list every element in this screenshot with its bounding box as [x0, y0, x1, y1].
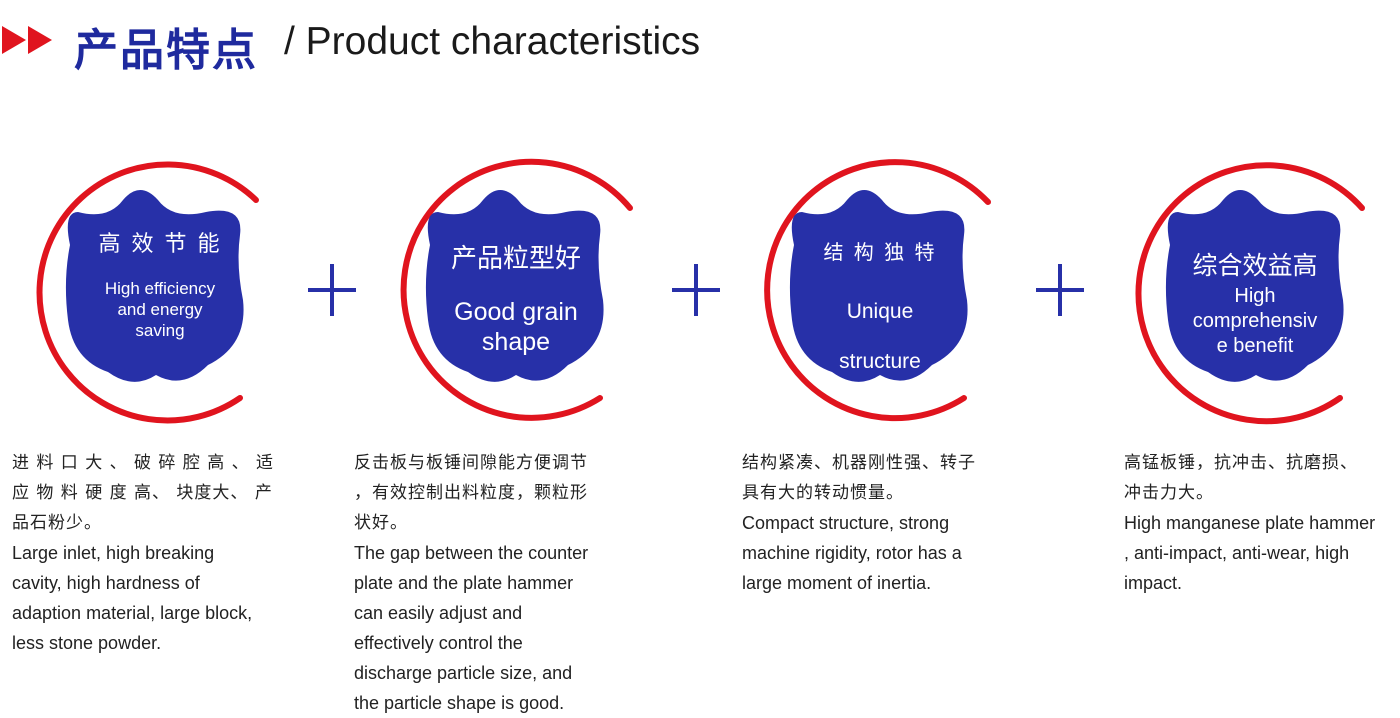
- feature-title-en-line: High: [1234, 285, 1276, 307]
- description-line: machine rigidity, rotor has a: [742, 543, 962, 563]
- feature-title-en: High comprehensiv e benefit: [1193, 284, 1318, 359]
- feature-title-en: Unique structure: [839, 287, 921, 387]
- feature-title-cn: 结 构 独 特: [823, 240, 937, 264]
- feature-title-en-line: comprehensiv: [1192, 310, 1318, 332]
- description-line: 进 料 口 大 、 破 碎 腔 高 、 适: [12, 453, 275, 473]
- feature-title-cn: 高 效 节 能: [98, 232, 222, 257]
- ring-shield-graphic: [1135, 162, 1365, 425]
- feature-description-comprehensive-benefit: 高锰板锤，抗冲击、抗磨损、 冲击力大。 High manganese plate…: [1124, 448, 1396, 598]
- description-cn: 反击板与板锤间隙能方便调节 ，有效控制出料粒度，颗粒形 状好。: [354, 448, 644, 538]
- feature-title-en-line: High efficiency: [104, 279, 216, 298]
- description-line: 状好。: [354, 513, 408, 533]
- description-line: discharge particle size, and: [354, 663, 573, 683]
- ring-shield-graphic: [764, 159, 991, 422]
- feature-description-unique-structure: 结构紧凑、机器刚性强、转子 具有大的转动惯量。 Compact structur…: [742, 448, 1042, 598]
- ring-shield-graphic: [36, 161, 259, 424]
- feature-title-en: High efficiency and energy saving: [105, 278, 215, 341]
- description-en: Compact structure, strong machine rigidi…: [742, 508, 1042, 598]
- feature-title-en-line: structure: [839, 350, 921, 373]
- plus-icon: [672, 264, 720, 316]
- description-en: The gap between the counter plate and th…: [354, 538, 644, 718]
- description-line: adaption material, large block,: [12, 603, 253, 623]
- feature-title-en-line: Good grain: [454, 298, 578, 326]
- feature-title-en-line: Unique: [846, 300, 914, 323]
- description-line: can easily adjust and: [354, 603, 523, 623]
- description-line: 高锰板锤，抗冲击、抗磨损、: [1124, 453, 1358, 473]
- feature-card-comprehensive-benefit: 综合效益高 High comprehensiv e benefit: [1108, 150, 1388, 440]
- feature-card-efficiency: 高 效 节 能 High efficiency and energy savin…: [8, 150, 288, 440]
- ring-shield-graphic: [400, 158, 633, 421]
- description-line: Compact structure, strong: [742, 513, 950, 533]
- feature-title-en-line: e benefit: [1216, 335, 1294, 357]
- description-line: The gap between the counter: [354, 543, 589, 563]
- description-line: 应 物 料 硬 度 高、 块度大、 产: [12, 483, 273, 503]
- feature-title-en-line: saving: [135, 321, 185, 340]
- feature-description-grain-shape: 反击板与板锤间隙能方便调节 ，有效控制出料粒度，颗粒形 状好。 The gap …: [354, 448, 644, 718]
- description-line: Large inlet, high breaking: [12, 543, 215, 563]
- description-line: 结构紧凑、机器刚性强、转子: [742, 453, 976, 473]
- description-en: High manganese plate hammer , anti-impac…: [1124, 508, 1396, 598]
- feature-title-cn: 综合效益高: [1192, 252, 1318, 280]
- page-title-en: / Product characteristics: [284, 20, 701, 63]
- description-line: less stone powder.: [12, 633, 162, 653]
- feature-title-en-line: shape: [481, 328, 551, 356]
- description-line: ，有效控制出料粒度，颗粒形: [354, 483, 588, 503]
- description-cn: 进 料 口 大 、 破 碎 腔 高 、 适 应 物 料 硬 度 高、 块度大、 …: [12, 448, 302, 538]
- plus-icon: [1036, 264, 1084, 316]
- description-line: 具有大的转动惯量。: [742, 483, 904, 503]
- description-line: the particle shape is good.: [354, 693, 565, 713]
- feature-description-efficiency: 进 料 口 大 、 破 碎 腔 高 、 适 应 物 料 硬 度 高、 块度大、 …: [12, 448, 302, 658]
- description-en: Large inlet, high breaking cavity, high …: [12, 538, 302, 658]
- description-line: effectively control the: [354, 633, 523, 653]
- description-cn: 高锰板锤，抗冲击、抗磨损、 冲击力大。: [1124, 448, 1396, 508]
- description-line: 反击板与板锤间隙能方便调节: [354, 453, 588, 473]
- feature-card-grain-shape: 产品粒型好 Good grain shape: [368, 150, 648, 440]
- feature-title-cn: 产品粒型好: [450, 243, 581, 273]
- description-line: , anti-impact, anti-wear, high: [1124, 543, 1350, 563]
- feature-card-unique-structure: 结 构 独 特 Unique structure: [732, 150, 1012, 440]
- double-arrow-icon: [2, 26, 52, 54]
- plus-icon: [308, 264, 356, 316]
- description-line: High manganese plate hammer: [1124, 513, 1376, 533]
- description-cn: 结构紧凑、机器刚性强、转子 具有大的转动惯量。: [742, 448, 1042, 508]
- description-line: 冲击力大。: [1124, 483, 1214, 503]
- description-line: large moment of inertia.: [742, 573, 932, 593]
- feature-title-en: Good grain shape: [454, 297, 578, 357]
- page-title-cn: 产品特点: [74, 25, 258, 76]
- description-line: plate and the plate hammer: [354, 573, 574, 593]
- description-line: impact.: [1124, 573, 1183, 593]
- description-line: 品石粉少。: [12, 513, 102, 533]
- feature-title-en-line: and energy: [117, 300, 203, 319]
- description-line: cavity, high hardness of: [12, 573, 200, 593]
